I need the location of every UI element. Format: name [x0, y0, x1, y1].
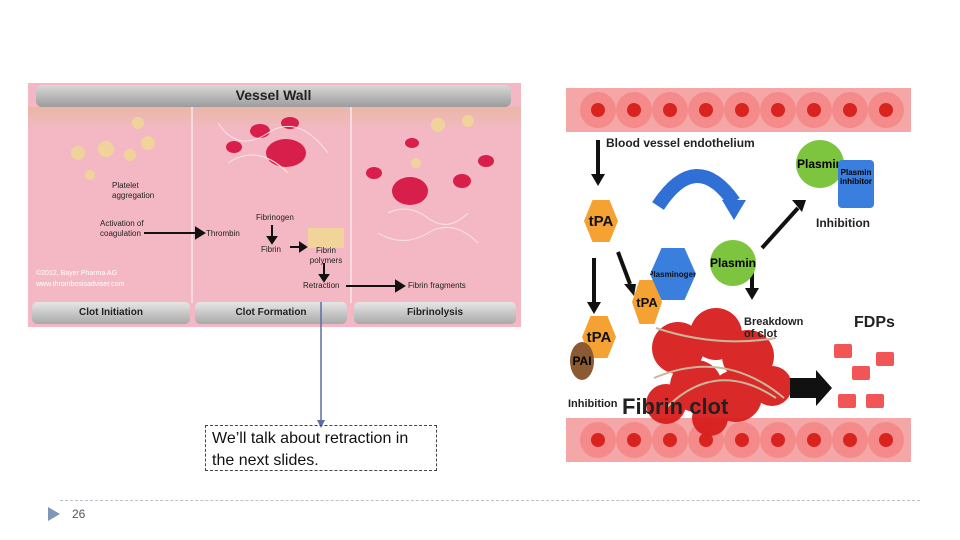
page-number: 26 — [72, 507, 85, 521]
panel-fibrinolysis: Fibrinolysis — [354, 302, 516, 324]
plasmin-circle-top: Plasmin — [796, 140, 844, 188]
label-platelet-aggregation: Platelet aggregation — [112, 181, 172, 201]
label-fibrin: Fibrin — [261, 245, 281, 255]
blue-curved-arrow — [658, 176, 734, 206]
label-fdps: FDPs — [854, 314, 895, 332]
panel-clot-initiation: Clot Initiation — [32, 302, 190, 324]
copyright-text: ©2012, Bayer Pharma AG — [36, 269, 117, 278]
label-thrombin: Thrombin — [206, 229, 240, 239]
label-fibrin-clot: Fibrin clot — [622, 394, 728, 420]
label-breakdown: Breakdown of clot — [744, 316, 802, 340]
website-text: www.thrombosisadviser.com — [36, 280, 124, 289]
callout-arrow — [312, 300, 332, 430]
label-fibrin-fragments: Fibrin fragments — [408, 281, 466, 291]
footer-divider — [60, 500, 920, 501]
label-fibrin-polymers: Fibrin polymers — [309, 246, 343, 266]
label-inhibition-bottom: Inhibition — [568, 398, 617, 410]
label-endothelium: Blood vessel endothelium — [606, 136, 755, 150]
label-retraction: Retraction — [303, 281, 339, 291]
fibrin-strands — [218, 123, 478, 243]
plasmin-inhibitor-box: Plasmin inhibitor — [838, 160, 874, 208]
label-activation: Activation of coagulation — [100, 219, 160, 239]
label-fibrinogen: Fibrinogen — [256, 213, 294, 223]
pai-circle: PAI — [570, 342, 594, 380]
flow-arrows — [144, 225, 404, 291]
retraction-callout: We’ll talk about retraction in the next … — [205, 425, 437, 471]
fibrinolysis-diagram-left: Vessel Wall — [28, 83, 521, 327]
fibrinolysis-diagram-right: Blood vessel endothelium tPA tPA tPA Pla… — [566, 88, 911, 464]
plasmin-circle: Plasmin — [710, 240, 756, 286]
red-blood-cells — [226, 117, 494, 205]
fibrin-polymer-box — [308, 228, 344, 248]
label-inhibition-top: Inhibition — [816, 216, 870, 230]
slide-bullet-icon — [46, 506, 62, 522]
